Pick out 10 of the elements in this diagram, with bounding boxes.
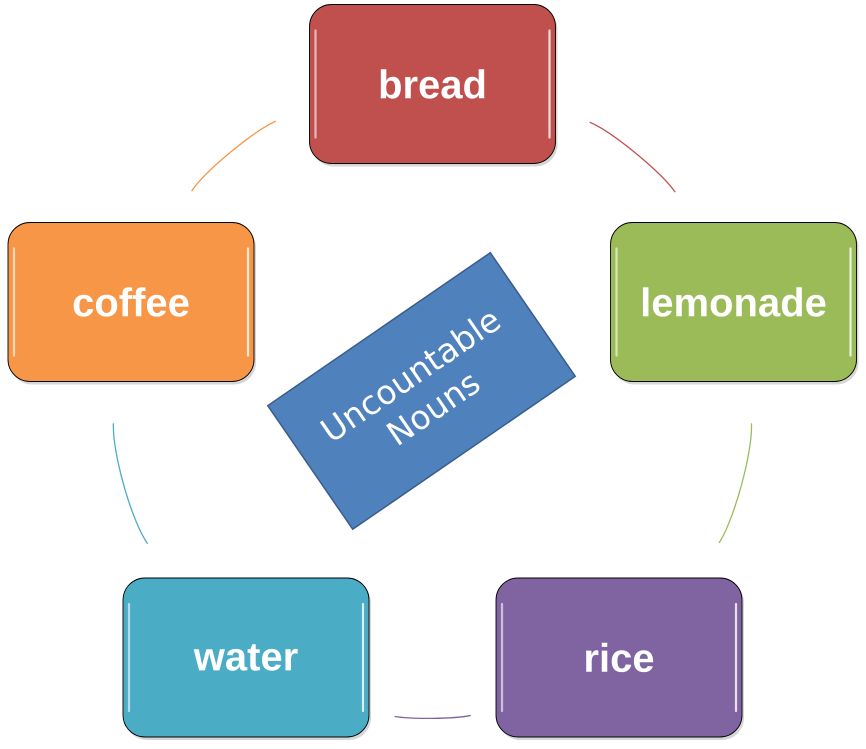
curved-connector [718,423,752,544]
curved-connector [589,122,676,193]
rounded-box: rice [496,578,744,740]
rounded-box: lemonade [610,222,859,384]
curved-connector [112,423,148,544]
rounded-box: bread [309,4,558,166]
curved-connector [191,120,276,192]
rounded-box: water [122,578,371,740]
curved-connector [394,714,471,719]
rounded-box: coffee [8,222,256,384]
